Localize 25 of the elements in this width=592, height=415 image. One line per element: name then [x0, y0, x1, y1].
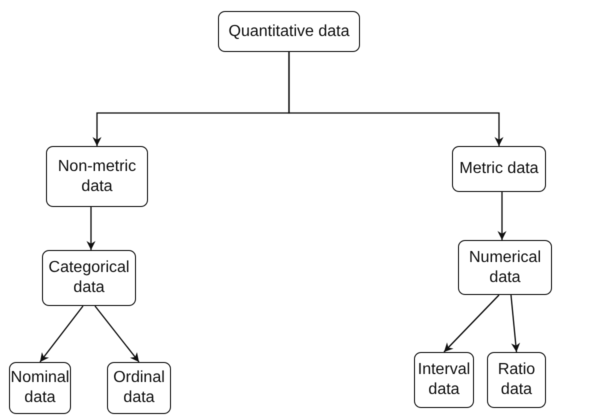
arrow — [498, 192, 506, 240]
process-box — [9, 362, 71, 414]
node-label: Metric data — [459, 159, 539, 179]
arrow — [510, 294, 520, 352]
node-label: Categorical data — [48, 258, 130, 298]
arrow — [288, 52, 504, 146]
node-label: Interval data — [417, 360, 471, 400]
arrow — [86, 207, 96, 250]
arrow — [39, 306, 84, 362]
node-label: Numerical data — [468, 248, 542, 288]
arrow — [444, 294, 500, 352]
node-label: Ratio data — [496, 360, 536, 400]
process-box — [487, 352, 546, 408]
process-box — [414, 352, 474, 408]
process-box — [452, 146, 546, 192]
process-box — [458, 240, 552, 295]
node-label: Quantitative data — [228, 22, 350, 42]
arrow — [94, 306, 140, 362]
process-box — [42, 250, 136, 306]
process-box — [46, 146, 148, 207]
process-box — [107, 362, 171, 414]
node-label: Non-metric data — [56, 156, 138, 196]
node-label: Ordinal data — [112, 368, 166, 408]
node-label: Nominal data — [10, 368, 70, 408]
process-box — [218, 11, 360, 52]
